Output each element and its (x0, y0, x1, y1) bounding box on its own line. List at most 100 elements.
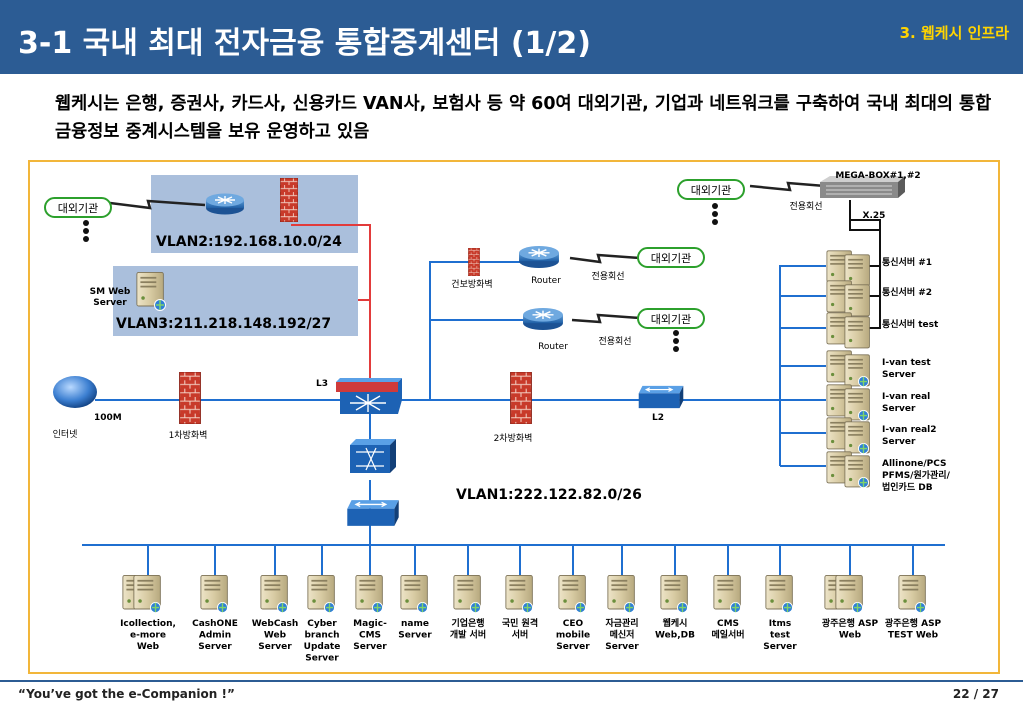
bottom-server-label: Magic- (353, 619, 387, 629)
right-server-label: Server (882, 370, 916, 380)
health-firewall-icon (468, 248, 480, 276)
external-org-3: 대외기관 (637, 308, 705, 329)
right-server-label: 통신서버 #2 (882, 286, 932, 298)
bottom-server-label: Icollection, (120, 619, 176, 629)
right-server-label: 통신서버 #1 (882, 256, 932, 268)
router2-icon (522, 307, 564, 331)
internet-icon (53, 376, 97, 408)
health-firewall-label: 건보방화벽 (451, 279, 492, 290)
page-title: 3-1 국내 최대 전자금융 통합중계센터 (1/2) (18, 26, 591, 61)
header-bar: 3-1 국내 최대 전자금융 통합중계센터 (1/2) 3. 웹케시 인프라 (0, 0, 1023, 74)
bottom-server: 광주은행 ASP Web (822, 575, 879, 641)
bottom-server-label: Web (264, 631, 287, 641)
bottom-server: 웹케시 Web,DB (655, 575, 695, 641)
bottom-server-label: Admin (199, 631, 231, 641)
vlan2-firewall-icon (280, 178, 298, 222)
right-server: 통신서버 #1 (826, 250, 932, 287)
vlan3-label: VLAN3:211.218.148.192/27 (116, 316, 331, 332)
core-switch-icon (350, 439, 396, 473)
internet-label: 인터넷 (53, 429, 78, 440)
firewall2-icon (510, 372, 532, 424)
l3-switch-icon (336, 378, 402, 414)
bottom-server-label: Server (198, 642, 232, 652)
svg-text:대외기관: 대외기관 (691, 184, 731, 197)
bottom-server-label: Itms (769, 619, 791, 629)
bottom-server-label: CEO (563, 619, 584, 629)
external-org-4: 대외기관 (677, 179, 745, 200)
right-server-label: 법인카드 DB (882, 481, 933, 493)
router1-label: Router (531, 276, 561, 286)
router2-label: Router (538, 342, 568, 352)
right-server-label: Server (882, 404, 916, 414)
bottom-server-label: 광주은행 ASP (885, 617, 942, 629)
bottom-server-label: Server (605, 642, 639, 652)
right-server-label: I-van test (882, 358, 931, 368)
bottom-server-label: 개발 서버 (450, 629, 486, 641)
bottom-server-label: 광주은행 ASP (822, 617, 879, 629)
bottom-server-label: Server (556, 642, 590, 652)
right-server-label: I-van real2 (882, 425, 937, 435)
bottom-server-label: WebCash (252, 619, 299, 629)
sm-web-label-1: SM Web (90, 287, 131, 297)
bottom-server-label: 기업은행 (451, 617, 484, 629)
svg-text:대외기관: 대외기관 (58, 202, 98, 215)
megabox-label: MEGA-BOX#1,#2 (835, 171, 920, 181)
vlan2-zone (151, 175, 358, 253)
footer-divider (0, 680, 1023, 682)
bottom-server-label: Web (839, 631, 862, 641)
right-server-label: PFMS/원가관리/ (882, 469, 951, 481)
router1-icon (518, 245, 560, 269)
bottom-server-label: 웹케시 (663, 617, 688, 629)
firewall2-label: 2차방화벽 (494, 432, 533, 444)
l2-label: L2 (652, 413, 664, 423)
bottom-server-label: mobile (556, 631, 590, 641)
bottom-server-label: Server (305, 654, 339, 664)
bottom-server-label: Server (763, 642, 797, 652)
bottom-server-label: Server (353, 642, 387, 652)
dedicated-line-2: 전용회선 (598, 336, 631, 347)
svg-text:대외기관: 대외기관 (651, 313, 691, 326)
bottom-server-label: Update (304, 642, 341, 652)
bandwidth-label: 100M (94, 413, 122, 423)
bottom-server-label: Server (398, 631, 432, 641)
right-server-label: I-van real (882, 392, 930, 402)
diagram-frame (28, 160, 1000, 674)
vlan2-label: VLAN2:192.168.10.0/24 (156, 234, 342, 250)
page-number: 22 / 27 (952, 687, 999, 701)
bottom-server-label: Cyber (307, 619, 337, 629)
dedicated-line-3: 전용회선 (789, 201, 822, 212)
bottom-server-label: 자금관리 (605, 617, 638, 629)
l2-switch-icon (638, 385, 684, 409)
bottom-server-label: CMS (717, 619, 739, 629)
sm-web-label-2: Server (93, 298, 127, 308)
external-org-1: 대외기관 (44, 197, 112, 218)
bottom-server-label: Web (137, 642, 160, 652)
l3-label: L3 (316, 379, 328, 389)
bottom-server-label: test (770, 631, 791, 641)
right-server: 통신서버 test (826, 312, 939, 349)
intro-text: 웹케시는 은행, 증권사, 카드사, 신용카드 VAN사, 보험사 등 약 60… (55, 94, 992, 142)
bottom-server-label: e-more (130, 631, 166, 641)
vlan1-label: VLAN1:222.122.82.0/26 (456, 487, 642, 503)
section-label: 3. 웹케시 인프라 (899, 24, 1009, 42)
bottom-server-label: 서버 (512, 629, 529, 641)
access-switch-icon (346, 499, 400, 527)
bottom-server-label: CashONE (192, 619, 238, 629)
svg-text:대외기관: 대외기관 (651, 252, 691, 265)
bottom-server-label: Web,DB (655, 631, 695, 641)
bottom-server-label: 메일서버 (711, 629, 744, 641)
bottom-server-label: branch (304, 631, 339, 641)
